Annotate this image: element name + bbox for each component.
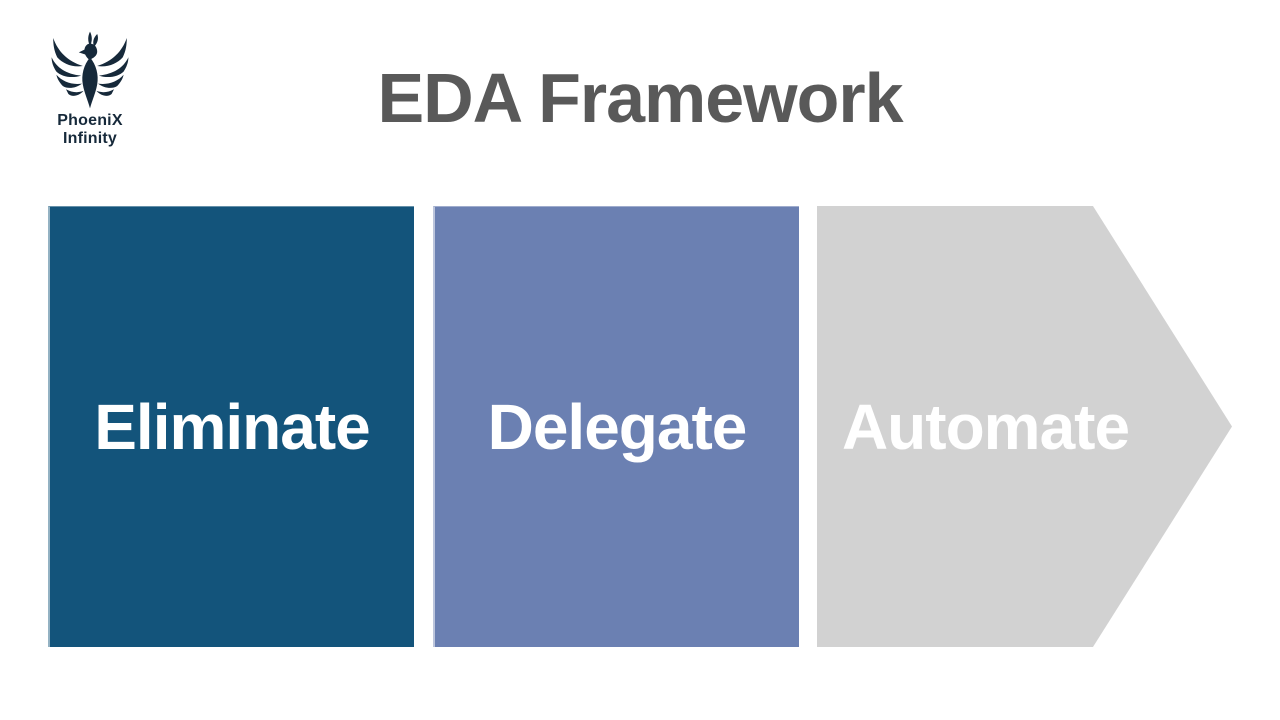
page-title: EDA Framework	[377, 59, 903, 137]
step-block-delegate: Delegate	[433, 206, 799, 647]
step-block-eliminate: Eliminate	[48, 206, 414, 647]
process-steps-band: Eliminate Delegate Automate	[48, 206, 1232, 647]
step-block-automate-arrow: Automate	[817, 206, 1232, 647]
brand-name-line2: Infinity	[62, 130, 118, 148]
step-label: Delegate	[487, 391, 748, 463]
step-label: Eliminate	[94, 391, 371, 463]
brand-name-line1: PhoeniX	[57, 112, 123, 129]
brand-logo: PhoeniX Infinity	[36, 30, 144, 149]
phoenix-icon	[51, 31, 129, 109]
step-label: Automate	[841, 390, 1130, 463]
